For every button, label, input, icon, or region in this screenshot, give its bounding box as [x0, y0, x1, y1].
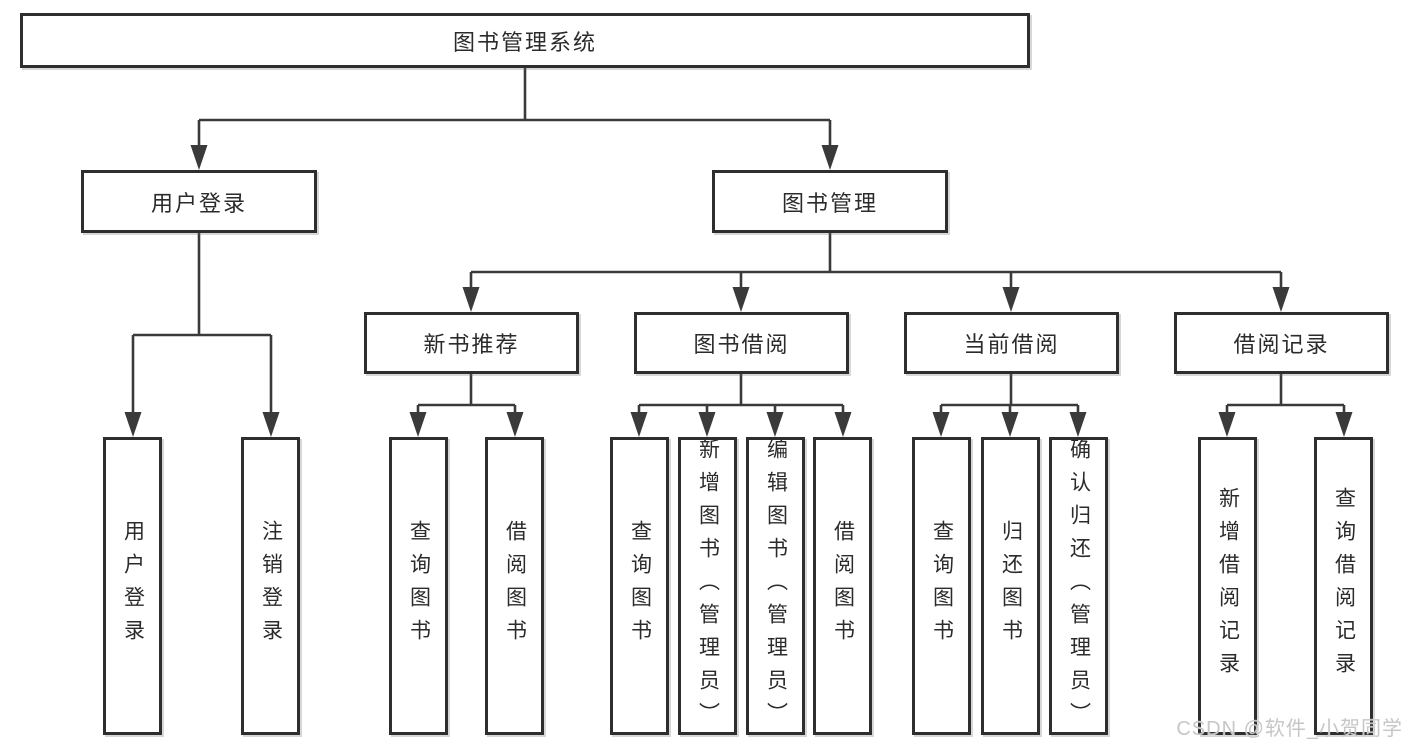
leaf-query-books-borrow: 查询图书 — [610, 437, 669, 735]
leaf-add-borrow-record: 新增借阅记录 — [1198, 437, 1257, 735]
leaf-label: 借阅图书 — [503, 520, 527, 652]
leaf-label: 编辑图书（管理员） — [764, 437, 788, 735]
leaf-edit-books-admin: 编辑图书（管理员） — [746, 437, 805, 735]
leaf-user-login: 用户登录 — [103, 437, 162, 735]
leaf-logout: 注销登录 — [241, 437, 300, 735]
leaf-label: 查询借阅记录 — [1332, 487, 1356, 685]
leaf-label: 查询图书 — [407, 520, 431, 652]
leaf-add-books-admin: 新增图书（管理员） — [678, 437, 737, 735]
leaf-label: 查询图书 — [628, 520, 652, 652]
node-library-management-system: 图书管理系统 — [20, 13, 1030, 68]
node-book-borrowing: 图书借阅 — [634, 312, 849, 374]
leaf-label: 新增借阅记录 — [1216, 487, 1240, 685]
node-current-borrowing: 当前借阅 — [904, 312, 1119, 374]
leaf-borrow-books: 借阅图书 — [813, 437, 872, 735]
leaf-label: 归还图书 — [999, 520, 1023, 652]
leaf-label: 确认归还（管理员） — [1067, 437, 1091, 735]
leaf-label: 注销登录 — [259, 520, 283, 652]
leaf-label: 借阅图书 — [831, 520, 855, 652]
leaf-query-books-recommend: 查询图书 — [389, 437, 448, 735]
leaf-query-borrow-record: 查询借阅记录 — [1314, 437, 1373, 735]
leaf-label: 用户登录 — [121, 520, 145, 652]
node-borrowing-records: 借阅记录 — [1174, 312, 1389, 374]
node-book-management: 图书管理 — [712, 170, 948, 233]
leaf-borrow-books-recommend: 借阅图书 — [485, 437, 544, 735]
node-user-login: 用户登录 — [81, 170, 317, 233]
leaf-confirm-return-admin: 确认归还（管理员） — [1049, 437, 1108, 735]
csdn-watermark: CSDN @软件_小贺同学 — [1176, 718, 1403, 740]
leaf-return-books: 归还图书 — [981, 437, 1040, 735]
node-new-book-recommendation: 新书推荐 — [364, 312, 579, 374]
leaf-query-books-current: 查询图书 — [912, 437, 971, 735]
leaf-label: 新增图书（管理员） — [696, 437, 720, 735]
leaf-label: 查询图书 — [930, 520, 954, 652]
